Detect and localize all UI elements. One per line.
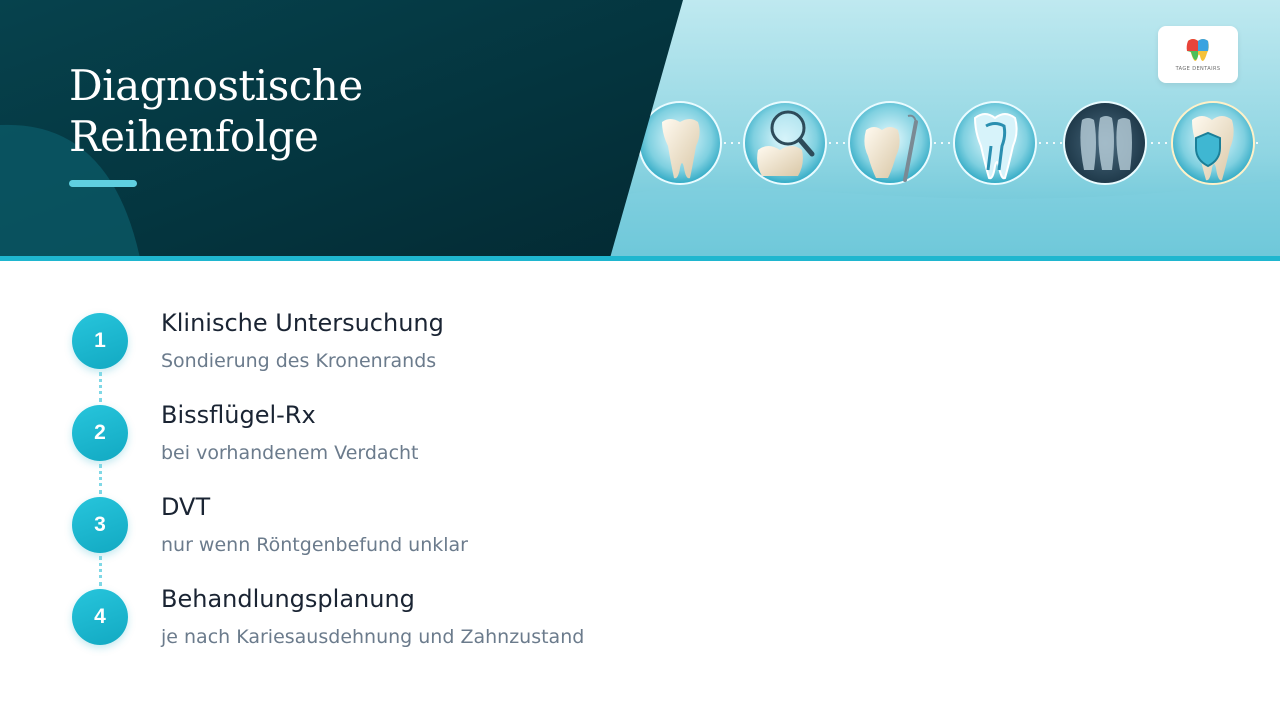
step-description: nur wenn Röntgenbefund unklar bbox=[161, 534, 468, 556]
tooth-cross-section-icon bbox=[953, 101, 1037, 185]
step-title: Bissflügel-Rx bbox=[161, 401, 316, 429]
page-title-line-1: Diagnostische bbox=[69, 61, 363, 110]
step-description: je nach Kariesausdehnung und Zahnzustand bbox=[161, 626, 585, 648]
header-accent-line bbox=[0, 256, 1280, 261]
step-number-badge: 2 bbox=[72, 405, 128, 461]
step-connector bbox=[99, 556, 102, 586]
colorful-tooth-logo-icon bbox=[1186, 39, 1209, 61]
title-underline bbox=[69, 180, 137, 187]
step-title: DVT bbox=[161, 493, 211, 521]
step-title: Klinische Untersuchung bbox=[161, 309, 444, 337]
header-dark-panel bbox=[0, 0, 683, 258]
shield-tooth-icon bbox=[1171, 101, 1255, 185]
step-title: Behandlungsplanung bbox=[161, 585, 415, 613]
page-title-line-2: Reihenfolge bbox=[69, 112, 319, 161]
magnifier-tooth-icon bbox=[743, 101, 827, 185]
step-number-badge: 4 bbox=[72, 589, 128, 645]
logo-text: TAGE DENTAIRS bbox=[1175, 66, 1221, 72]
header-banner: Diagnostische Reihenfolge TAGE DENTAIRS bbox=[0, 0, 1280, 258]
step-number-badge: 1 bbox=[72, 313, 128, 369]
xray-tooth-icon bbox=[1063, 101, 1147, 185]
tooth-icon bbox=[638, 101, 722, 185]
step-number-badge: 3 bbox=[72, 497, 128, 553]
probe-tooth-icon bbox=[848, 101, 932, 185]
step-description: Sondierung des Kronenrands bbox=[161, 350, 437, 372]
step-connector bbox=[99, 372, 102, 402]
step-connector bbox=[99, 464, 102, 494]
logo: TAGE DENTAIRS bbox=[1158, 26, 1238, 83]
page-title: Diagnostische Reihenfolge bbox=[69, 60, 363, 162]
decorative-blob bbox=[0, 124, 140, 258]
step-description: bei vorhandenem Verdacht bbox=[161, 442, 419, 464]
